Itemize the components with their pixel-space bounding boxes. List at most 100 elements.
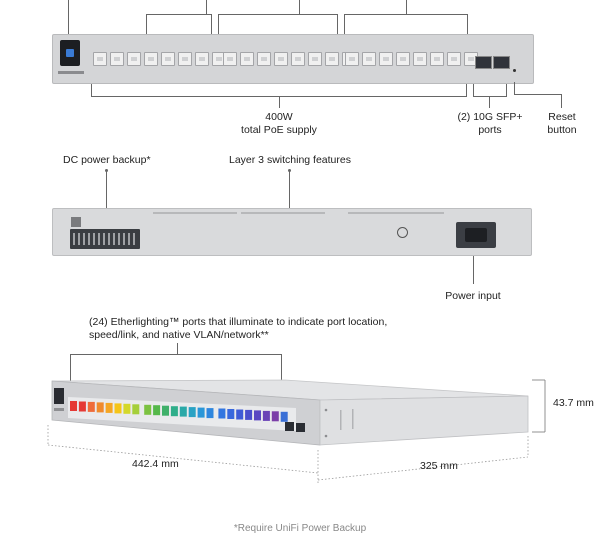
etherlighting-port-6[interactable] [114,403,122,414]
poe-supply-label: 400W total PoE supply [241,111,317,136]
ac-power-inlet[interactable] [456,222,496,248]
sfp-bracket-r [506,84,507,96]
etherlighting-port-21[interactable] [254,410,261,421]
etherlighting-port-23[interactable] [271,411,279,422]
iso-vent-2 [352,409,354,429]
layer3-label: Layer 3 switching features [229,154,351,166]
top-bracket-2-stem [299,0,300,14]
switch-rear-panel [52,208,532,256]
port-bank-1 [93,52,226,72]
etherlighting-port-14[interactable] [188,407,196,418]
rear-vent-2 [241,212,325,214]
sfp-bracket [473,96,507,97]
port-bank-3 [345,52,478,72]
ubiquiti-logo-icon [397,227,408,238]
depth-dim-base [317,456,529,481]
rj45-port-19[interactable] [379,52,393,66]
rj45-port-5[interactable] [161,52,175,66]
dc-backup-dot [105,169,108,172]
top-bracket-2 [218,14,338,15]
layer3-leader [289,170,290,208]
etherlighting-port-15[interactable] [197,407,205,418]
iso-sfp-1 [285,422,294,431]
rj45-port-13[interactable] [291,52,305,66]
iso-side-face [319,395,529,446]
dc-power-connector[interactable] [70,229,140,249]
etherlighting-port-17[interactable] [218,408,226,419]
rj45-port-6[interactable] [178,52,192,66]
depth-dimension-label: 325 mm [420,460,458,472]
etherlighting-port-24[interactable] [280,411,288,422]
etherlighting-port-5[interactable] [105,402,113,413]
etherlighting-port-3[interactable] [87,401,95,412]
dc-backup-label: DC power backup* [63,154,151,166]
etherlighting-port-4[interactable] [96,402,104,413]
dc-backup-leader [106,170,107,208]
rj45-port-11[interactable] [257,52,271,66]
sfp-bracket-l [473,84,474,96]
etherlighting-port-20[interactable] [245,409,253,420]
iso-screw-2 [324,434,328,438]
iso-display [54,388,64,404]
rj45-port-22[interactable] [430,52,444,66]
rj45-port-17[interactable] [345,52,359,66]
rj45-port-18[interactable] [362,52,376,66]
width-dimension-label: 442.4 mm [132,458,179,470]
iso-sfp-2 [296,423,305,432]
etherlighting-bracket-r [281,354,282,396]
rj45-port-15[interactable] [325,52,339,66]
etherlighting-port-18[interactable] [227,409,235,419]
rj45-port-2[interactable] [110,52,124,66]
touchscreen-display [60,40,80,66]
etherlighting-port-7[interactable] [123,403,131,414]
reset-leader-v [514,82,515,94]
top-bracket-3-stem [406,0,407,14]
power-input-label: Power input [445,290,501,302]
rear-vent-1 [153,212,237,214]
top-bracket-1-stem [206,0,207,14]
etherlighting-bracket-l [70,354,71,396]
height-dimension-label: 43.7 mm [553,397,594,409]
etherlighting-port-13[interactable] [179,406,187,417]
rj45-port-12[interactable] [274,52,288,66]
etherlighting-port-8[interactable] [132,404,140,415]
rj45-port-10[interactable] [240,52,254,66]
top-bracket-3-l [344,14,345,34]
rj45-port-9[interactable] [223,52,237,66]
sfp-port-2[interactable] [493,56,510,69]
etherlighting-stem [177,343,178,355]
rj45-port-23[interactable] [447,52,461,66]
iso-ports [70,401,288,422]
iso-vent-1 [340,410,342,430]
etherlighting-port-1[interactable] [70,401,77,411]
sfp-port-1[interactable] [475,56,492,69]
etherlighting-port-12[interactable] [170,406,178,417]
rj45-port-14[interactable] [308,52,322,66]
etherlighting-port-10[interactable] [153,405,161,416]
etherlighting-label: (24) Etherlighting™ ports that illuminat… [89,316,388,341]
top-bracket-1-l [146,14,147,34]
poe-stem [279,96,280,108]
top-leader-1 [68,0,69,34]
rj45-port-20[interactable] [396,52,410,66]
poe-bracket-l [91,84,92,96]
reset-button-label: Reset button [547,111,577,136]
reset-leader-stem [561,94,562,108]
etherlighting-port-2[interactable] [78,401,86,412]
reset-button[interactable] [513,69,516,72]
rj45-port-3[interactable] [127,52,141,66]
model-badge [58,71,84,74]
etherlighting-port-22[interactable] [262,410,270,421]
top-bracket-1-r [211,14,212,34]
rj45-port-7[interactable] [195,52,209,66]
top-bracket-2-l [218,14,219,34]
etherlighting-port-9[interactable] [144,404,152,415]
etherlighting-port-11[interactable] [162,405,169,416]
etherlighting-port-19[interactable] [236,409,244,420]
etherlighting-port-16[interactable] [206,408,214,419]
rj45-port-21[interactable] [413,52,427,66]
rj45-port-1[interactable] [93,52,107,66]
rj45-port-4[interactable] [144,52,158,66]
iso-screw-1 [324,408,328,412]
